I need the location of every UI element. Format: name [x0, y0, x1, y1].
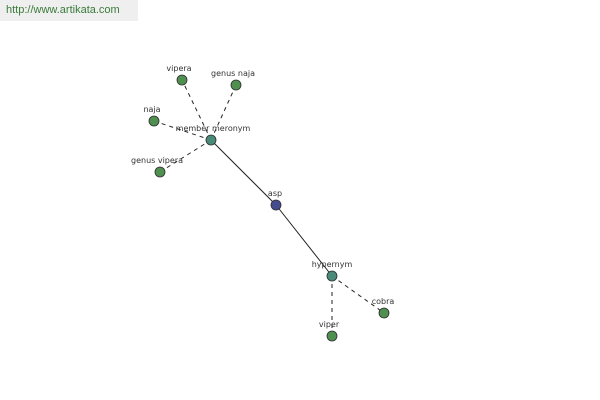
node-member-meronym-circle[interactable]	[205, 134, 217, 146]
edges-layer	[153, 79, 385, 336]
node-cobra-label: cobra	[372, 297, 395, 306]
nodes-layer: asp member meronym hypernym vipera genus naj…	[131, 64, 395, 342]
edge-hypernym-to-cobra	[331, 275, 385, 314]
node-vipera[interactable]: vipera	[166, 64, 192, 86]
node-cobra-circle[interactable]	[378, 307, 390, 319]
node-genus-vipera-circle[interactable]	[154, 166, 166, 178]
edge-member-meronym-to-naja	[153, 120, 212, 141]
node-genus-vipera-label: genus vipera	[131, 156, 183, 165]
edge-member-meronym-to-genus-vipera	[159, 139, 212, 173]
node-hypernym-circle[interactable]	[326, 270, 338, 282]
node-viper[interactable]: viper	[319, 320, 340, 342]
node-member-meronym-label: member meronym	[176, 124, 251, 133]
node-naja[interactable]: naja	[143, 105, 161, 127]
edge-member-meronym-to-vipera	[181, 79, 212, 141]
node-genus-naja[interactable]: genus naja	[211, 69, 255, 91]
node-naja-circle[interactable]	[148, 115, 160, 127]
node-asp[interactable]: asp	[268, 189, 282, 211]
edge-asp-to-member-meronym	[210, 139, 277, 206]
node-genus-vipera[interactable]: genus vipera	[131, 156, 183, 178]
site-url-banner[interactable]: http://www.artikata.com	[0, 0, 138, 21]
node-asp-label: asp	[268, 189, 282, 198]
node-asp-circle[interactable]	[270, 199, 282, 211]
node-member-meronym[interactable]: member meronym	[176, 124, 251, 146]
node-cobra[interactable]: cobra	[372, 297, 395, 319]
node-vipera-label: vipera	[166, 64, 191, 73]
edge-asp-to-hypernym	[275, 204, 333, 277]
node-viper-label: viper	[319, 320, 340, 329]
node-naja-label: naja	[143, 105, 160, 114]
node-genus-naja-label: genus naja	[211, 69, 255, 78]
node-genus-naja-circle[interactable]	[230, 79, 242, 91]
node-vipera-circle[interactable]	[176, 74, 188, 86]
node-hypernym-label: hypernym	[312, 260, 353, 269]
edge-member-meronym-to-genus-naja	[210, 84, 237, 141]
node-hypernym[interactable]: hypernym	[312, 260, 353, 282]
node-viper-circle[interactable]	[326, 330, 338, 342]
